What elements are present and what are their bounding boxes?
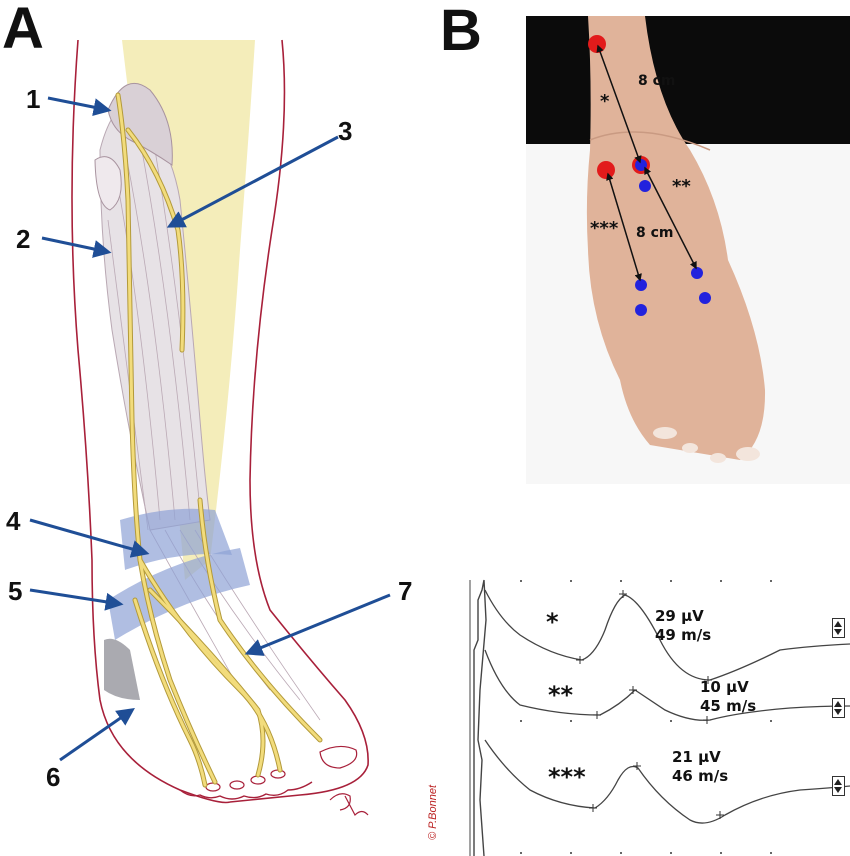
panel-a-letter: A xyxy=(2,0,44,61)
trace-3-values: 21 µV 46 m/s xyxy=(672,748,728,786)
mark-double: ** xyxy=(672,176,691,197)
mark-triple: *** xyxy=(590,218,619,239)
distance-label-top: 8 cm xyxy=(638,73,676,89)
trace-3-velocity: 46 m/s xyxy=(672,766,729,785)
trace-2-scroll-control[interactable] xyxy=(832,698,845,718)
foot-photo xyxy=(526,16,850,484)
toenails xyxy=(653,427,760,463)
trace-2 xyxy=(484,649,850,721)
copyright-text: © P.Bonnet xyxy=(427,785,439,840)
label-arrows xyxy=(29,96,391,762)
distance-label-bottom: 8 cm xyxy=(636,225,674,241)
foot-outline xyxy=(179,781,313,800)
trace-markers xyxy=(576,590,724,819)
label-1: 1 xyxy=(26,84,41,114)
distance-arrows xyxy=(596,44,697,282)
trace-2-mark: ** xyxy=(548,681,574,709)
trace-1-mark: * xyxy=(546,608,559,636)
mark-single: * xyxy=(600,91,610,112)
label-3: 3 xyxy=(338,116,353,146)
trace-area xyxy=(469,579,850,856)
label-6: 6 xyxy=(46,762,61,792)
leg-outline-right xyxy=(229,39,369,803)
trace-3-mark: *** xyxy=(548,763,586,791)
trace-1 xyxy=(484,589,850,681)
trace-3-amplitude: 21 µV xyxy=(672,748,721,766)
label-5: 5 xyxy=(8,576,23,606)
lateral-band xyxy=(104,638,140,700)
trace-2-velocity: 45 m/s xyxy=(700,696,757,715)
trace-3-scroll-control[interactable] xyxy=(832,776,845,796)
trace-2-amplitude: 10 µV xyxy=(700,678,749,696)
toe-nails xyxy=(205,745,358,792)
trace-1-amplitude: 29 µV xyxy=(655,607,704,625)
nerve-fill xyxy=(116,93,322,787)
trace-1-velocity: 49 m/s xyxy=(655,625,712,644)
signature-mark xyxy=(329,793,369,816)
trace-1-values: 29 µV 49 m/s xyxy=(655,607,711,645)
panel-b-letter: B xyxy=(440,0,482,63)
lower-retinaculum xyxy=(108,548,250,640)
illustration-signature: ℛ xyxy=(340,798,341,799)
trace-1-scroll-control[interactable] xyxy=(832,618,845,638)
grid-ticks xyxy=(520,580,772,854)
trace-3 xyxy=(484,739,850,824)
label-2: 2 xyxy=(16,224,31,254)
leg-outline-left xyxy=(71,39,231,804)
stimulus-artifact xyxy=(473,579,487,856)
label-4: 4 xyxy=(6,506,21,536)
fibula-head xyxy=(94,156,122,211)
label-7: 7 xyxy=(398,576,413,606)
trace-2-values: 10 µV 45 m/s xyxy=(700,678,756,716)
